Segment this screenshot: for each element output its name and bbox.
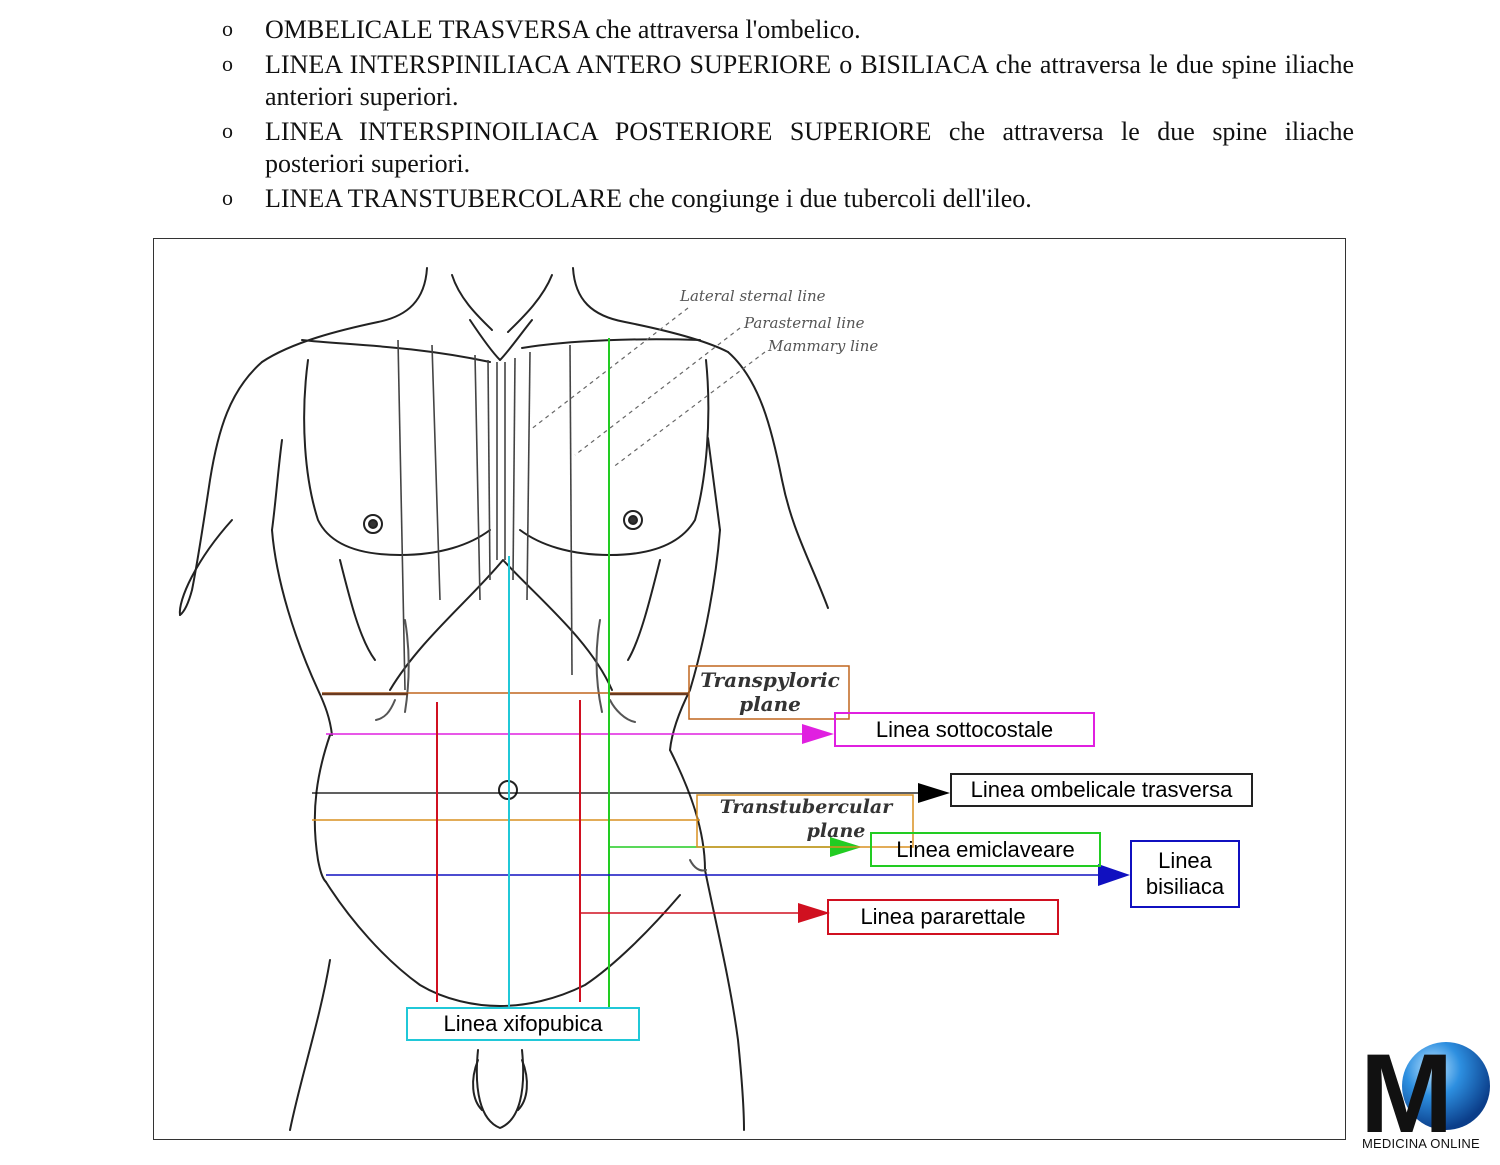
medicina-online-logo: M (1360, 1040, 1490, 1152)
bullet-text: LINEA INTERSPINILIACA ANTERO SUPERIORE o… (265, 50, 1354, 111)
transtubercular-box (696, 794, 914, 848)
engraving-leader-lines (529, 307, 766, 469)
sternal-reference-lines (397, 339, 573, 691)
bullet-item: o LINEA TRANSTUBERCOLARE che congiunge i… (222, 183, 1354, 215)
bullet-text: LINEA INTERSPINOILIACA POSTERIORE SUPERI… (265, 117, 1354, 178)
transpyloric-label: Transpyloric plane (690, 668, 850, 716)
logo-globe (1402, 1042, 1490, 1130)
bullet-marker: o (222, 118, 233, 143)
bisiliaca-arrow (1098, 864, 1130, 886)
xifopubica-label: Linea xifopubica (406, 1007, 640, 1041)
logo-letter: M (1360, 1040, 1453, 1152)
logo-caption: MEDICINA ONLINE (1362, 1136, 1480, 1151)
bullet-item: o OMBELICALE TRASVERSA che attraversa l'… (222, 14, 1354, 46)
bisiliaca-label: Linea bisiliaca (1130, 840, 1240, 908)
bullet-marker: o (222, 16, 233, 41)
transtubercular-label-line2: plane (806, 820, 866, 842)
mammary-label: Mammary line (768, 337, 879, 355)
transtubercular-label-line1: Transtubercular (719, 796, 893, 818)
sottocostale-label: Linea sottocostale (834, 712, 1095, 747)
transpyloric-label-line2: plane (739, 692, 801, 716)
emiclaveare-label: Linea emiclaveare (870, 832, 1101, 867)
sottocostale-arrow (802, 724, 834, 744)
ombelicale-arrow (918, 783, 950, 803)
bullet-text: OMBELICALE TRASVERSA che attraversa l'om… (265, 15, 861, 44)
bullet-marker: o (222, 185, 233, 210)
pararettale-arrow (798, 903, 830, 923)
bullet-item: o LINEA INTERSPINILIACA ANTERO SUPERIORE… (222, 49, 1354, 113)
lateral-sternal-label: Lateral sternal line (680, 287, 826, 305)
bullet-item: o LINEA INTERSPINOILIACA POSTERIORE SUPE… (222, 116, 1354, 180)
bisiliaca-label-line1: Linea (1158, 848, 1212, 873)
transpyloric-box (688, 665, 850, 720)
transtubercular-label: Transtubercular plane (698, 795, 914, 843)
transpyloric-label-line1: Transpyloric (700, 668, 840, 692)
ombelicale-label: Linea ombelicale trasversa (950, 773, 1253, 807)
bullet-marker: o (222, 51, 233, 76)
figure-frame (153, 238, 1346, 1140)
parasternal-label: Parasternal line (744, 314, 865, 332)
torso-outline (178, 267, 829, 1131)
pararettale-label: Linea pararettale (827, 899, 1059, 935)
bisiliaca-label-line2: bisiliaca (1145, 874, 1225, 899)
bullet-list: o OMBELICALE TRASVERSA che attraversa l'… (222, 14, 1354, 218)
bullet-text: LINEA TRANSTUBERCOLARE che congiunge i d… (265, 184, 1032, 213)
